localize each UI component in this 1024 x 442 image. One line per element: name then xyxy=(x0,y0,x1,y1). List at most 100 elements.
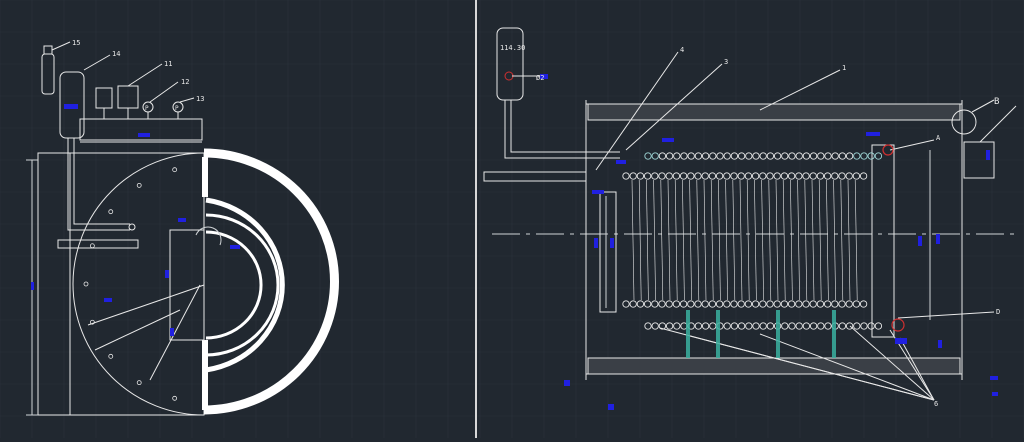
leader-6-f xyxy=(899,337,935,401)
coil-tube xyxy=(687,300,695,308)
coil-tube xyxy=(723,322,731,330)
leader-4 xyxy=(595,51,679,171)
coil-tube xyxy=(795,300,803,308)
leader-14 xyxy=(83,54,111,71)
leader-13 xyxy=(179,97,195,103)
coil-tube xyxy=(752,152,760,160)
coil-tube xyxy=(644,152,652,160)
coil-tube xyxy=(845,322,854,330)
coil-tube-array[interactable] xyxy=(622,152,883,358)
gauge-12-letter: P xyxy=(145,105,149,112)
coil-tube xyxy=(759,152,767,160)
coil-tube xyxy=(651,172,659,180)
red-marker-bottom xyxy=(891,318,905,332)
coil-tube xyxy=(673,322,681,330)
leader-b-box xyxy=(979,105,1017,143)
right-view[interactable] xyxy=(483,27,1018,401)
label-14: 14 xyxy=(112,50,120,58)
middle-arc xyxy=(205,197,285,373)
leader-d xyxy=(897,311,995,319)
r-marker-1 xyxy=(662,138,674,142)
coil-tube xyxy=(781,152,789,160)
coil-tube xyxy=(644,322,652,330)
coil-tube xyxy=(658,300,666,308)
r-marker-15 xyxy=(992,392,998,396)
coil-tube xyxy=(860,322,868,330)
coil-tube xyxy=(788,152,796,160)
coil-run xyxy=(674,179,678,301)
bolt-hole xyxy=(83,281,89,287)
coil-run xyxy=(854,179,858,301)
coil-run xyxy=(696,179,700,301)
feed-pipe[interactable] xyxy=(67,138,130,231)
coil-tube xyxy=(845,152,854,160)
marker-height xyxy=(31,282,34,290)
coil-tube xyxy=(759,172,767,180)
gauge-13-letter: P xyxy=(175,105,179,112)
coil-tube xyxy=(643,172,652,180)
coil-run xyxy=(761,179,764,301)
leader-15 xyxy=(51,41,71,51)
coil-tube xyxy=(672,172,681,180)
coil-run xyxy=(660,179,664,301)
coil-run xyxy=(804,179,808,301)
label-a: A xyxy=(936,134,941,142)
coil-tube xyxy=(687,172,695,180)
coil-tube xyxy=(845,172,853,180)
coil-tube xyxy=(838,300,846,308)
vertical-tank[interactable] xyxy=(59,71,85,139)
right-part-labels: 114.30 Ø2 4 3 1 B D A 6 xyxy=(500,44,1000,408)
coil-run xyxy=(847,179,851,301)
drum-face-half[interactable] xyxy=(72,152,205,416)
coil-tube xyxy=(752,322,760,330)
coil-tube xyxy=(823,172,832,180)
coil-run xyxy=(768,179,772,301)
coil-tube xyxy=(737,322,746,330)
label-3: 3 xyxy=(724,58,728,66)
leader-6-d xyxy=(849,325,935,401)
valve-15-cap xyxy=(43,45,53,55)
marker-tank xyxy=(64,104,78,109)
coil-tube xyxy=(680,152,688,160)
coil-tube xyxy=(788,322,796,330)
coil-tube xyxy=(694,172,702,180)
controller-box[interactable] xyxy=(496,27,524,101)
coil-tube xyxy=(823,300,832,308)
detail-b-circle[interactable] xyxy=(951,109,977,135)
coil-tube xyxy=(809,322,818,330)
coil-run xyxy=(718,179,721,301)
coil-tube xyxy=(730,172,738,180)
coil-tube xyxy=(831,152,839,160)
coil-tube xyxy=(845,300,853,308)
coil-run xyxy=(725,179,728,301)
coil-run xyxy=(790,179,793,301)
label-12: 12 xyxy=(181,78,189,86)
coil-tube xyxy=(867,152,875,160)
r-marker-16 xyxy=(540,74,548,79)
coil-tube xyxy=(773,300,781,308)
r-marker-4 xyxy=(610,238,614,248)
red-marker-top xyxy=(882,144,894,156)
left-view[interactable] xyxy=(26,41,340,416)
left-dimension-markers xyxy=(31,104,240,336)
coil-tube xyxy=(766,322,775,330)
coil-tube xyxy=(744,300,753,308)
hatch-block-top xyxy=(202,157,208,197)
coil-tube xyxy=(745,152,753,160)
top-platform[interactable] xyxy=(79,118,203,141)
coil-run xyxy=(710,179,714,301)
controller-diameter: Ø2 xyxy=(536,74,544,82)
coil-tube xyxy=(701,172,709,180)
coil-tube xyxy=(795,152,803,160)
coil-tube xyxy=(701,300,709,308)
controller-pipe[interactable] xyxy=(504,100,620,159)
coil-tube xyxy=(787,172,796,180)
bolt-hole xyxy=(108,209,114,215)
coil-tube xyxy=(723,152,731,160)
detail-b-box[interactable] xyxy=(963,141,995,179)
leader-1 xyxy=(759,69,841,111)
coil-tube xyxy=(658,152,667,160)
bolt-holes xyxy=(83,167,178,401)
